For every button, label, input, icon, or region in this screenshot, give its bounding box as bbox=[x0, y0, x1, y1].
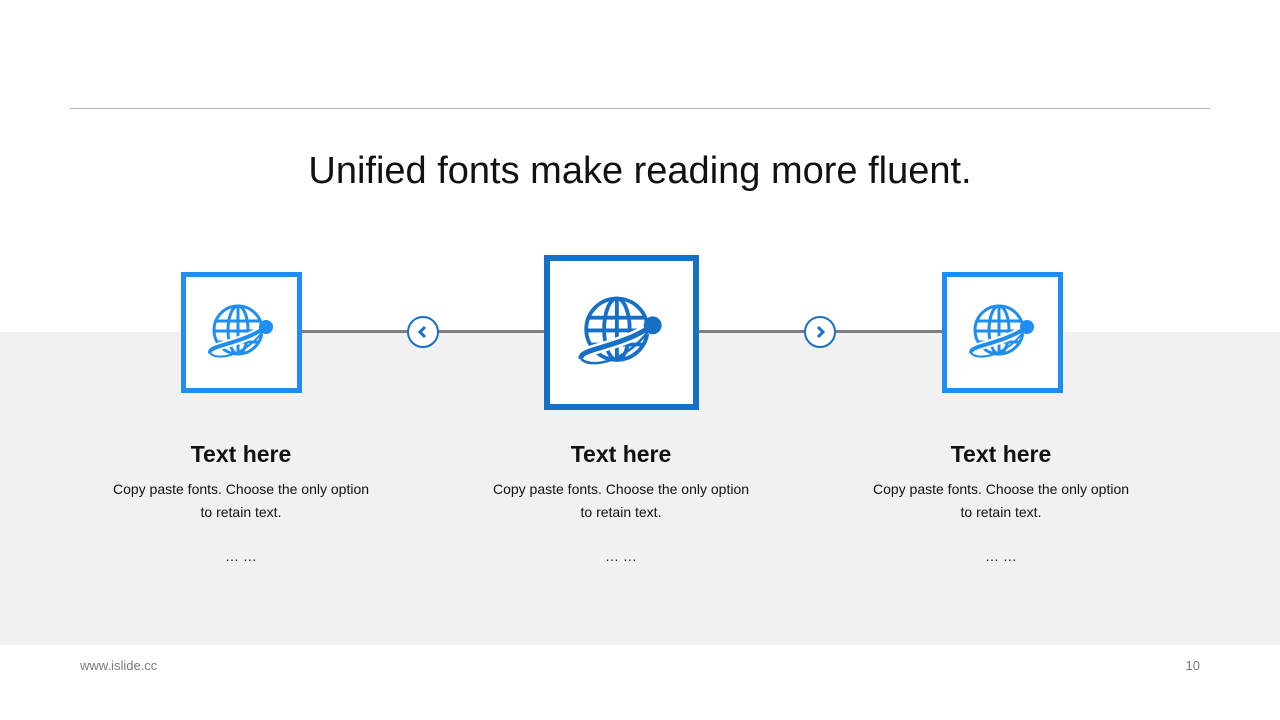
item-2-body: Copy paste fonts. Choose the only option… bbox=[481, 478, 761, 524]
chevron-left-icon bbox=[417, 325, 427, 339]
item-1-body-line1: Copy paste fonts. Choose the only option bbox=[112, 481, 370, 497]
top-divider bbox=[70, 108, 1210, 109]
item-3-text: Text here Copy paste fonts. Choose the o… bbox=[861, 440, 1141, 564]
item-2-icon-box bbox=[544, 255, 699, 410]
item-1-icon-box bbox=[181, 272, 302, 393]
item-3-icon-box bbox=[942, 272, 1063, 393]
chevron-right-icon bbox=[816, 325, 826, 339]
page-number: 10 bbox=[1185, 658, 1200, 673]
item-2-heading: Text here bbox=[570, 441, 672, 467]
item-2-ellipsis: … … bbox=[605, 548, 637, 564]
item-1-text: Text here Copy paste fonts. Choose the o… bbox=[101, 440, 381, 564]
item-3-heading: Text here bbox=[950, 441, 1052, 467]
item-1-ellipsis: … … bbox=[225, 548, 257, 564]
globe-orbit-icon bbox=[205, 304, 273, 357]
item-1-body-line2: to retain text. bbox=[200, 504, 282, 520]
item-3-body-line1: Copy paste fonts. Choose the only option bbox=[872, 481, 1130, 497]
globe-orbit-icon bbox=[575, 296, 662, 364]
item-3-body-line2: to retain text. bbox=[960, 504, 1042, 520]
globe-orbit-icon bbox=[966, 304, 1034, 357]
item-2-body-line2: to retain text. bbox=[580, 504, 662, 520]
item-2-body-line1: Copy paste fonts. Choose the only option bbox=[492, 481, 750, 497]
slide-title: Unified fonts make reading more fluent. bbox=[308, 150, 972, 192]
item-1-heading: Text here bbox=[190, 441, 292, 467]
item-3-body: Copy paste fonts. Choose the only option… bbox=[861, 478, 1141, 524]
next-arrow-button[interactable] bbox=[804, 316, 836, 348]
item-2-text: Text here Copy paste fonts. Choose the o… bbox=[481, 440, 761, 564]
footer-website: www.islide.cc bbox=[80, 658, 158, 673]
item-1-body: Copy paste fonts. Choose the only option… bbox=[101, 478, 381, 524]
item-3-ellipsis: … … bbox=[985, 548, 1017, 564]
prev-arrow-button[interactable] bbox=[407, 316, 439, 348]
